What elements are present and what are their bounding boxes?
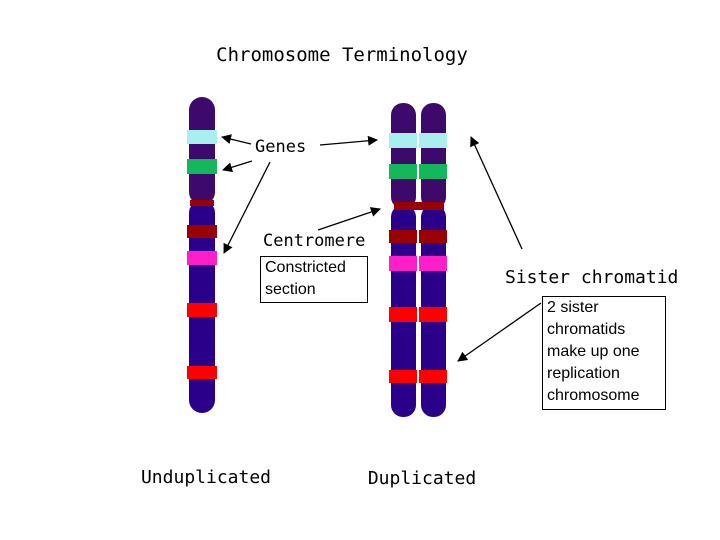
unduplicated-label: Unduplicated xyxy=(141,467,271,488)
centromere-label: Centromere xyxy=(263,231,365,251)
gene-band-light-blue-left xyxy=(389,133,417,148)
gene-band-red-1-left xyxy=(389,307,417,322)
centromere-band xyxy=(190,200,214,206)
gene-band-green-left xyxy=(389,164,417,179)
gene-band-green xyxy=(187,159,217,174)
gene-band-dark-red-left xyxy=(389,230,417,243)
gene-band-magenta xyxy=(187,251,217,265)
note-line: Constricted xyxy=(265,259,346,276)
arrow-genes-to-green xyxy=(222,160,253,173)
note-line: make up one xyxy=(547,343,640,360)
gene-band-dark-red xyxy=(187,225,217,238)
unduplicated-chromosome xyxy=(187,97,217,413)
arrow-genes-to-magenta xyxy=(223,161,271,254)
sister-chromatid-label: Sister chromatid xyxy=(505,267,678,288)
note-line: chromatids xyxy=(547,321,626,338)
gene-band-light-blue-right xyxy=(419,133,447,148)
annotation-arrows xyxy=(221,134,542,362)
note-line: chromosome xyxy=(547,387,640,404)
arrow-genes-to-light-blue xyxy=(221,134,252,145)
gene-band-magenta-left xyxy=(389,256,417,271)
note-line: replication xyxy=(547,365,620,382)
gene-band-red-2-right xyxy=(419,370,447,383)
gene-band-red-2-left xyxy=(389,370,417,383)
arrow-genes-to-duplicated xyxy=(319,135,378,146)
arrow-sister-chromatid xyxy=(470,136,523,250)
note-line: section xyxy=(265,281,316,298)
upper-arm xyxy=(189,97,215,205)
gene-band-red-2 xyxy=(187,366,217,379)
gene-band-red-1-right xyxy=(419,307,447,322)
arrow-sister-note xyxy=(457,302,542,362)
right-chromatid-upper xyxy=(421,103,446,209)
gene-band-green-right xyxy=(419,164,447,179)
genes-label: Genes xyxy=(255,137,306,157)
centromere-band xyxy=(394,202,444,210)
gene-band-magenta-right xyxy=(419,256,447,271)
constricted-section-note: Constricted section xyxy=(260,256,368,303)
sister-chromatids-note: 2 sister chromatids make up one replicat… xyxy=(542,296,666,410)
gene-band-light-blue xyxy=(187,130,217,144)
duplicated-label: Duplicated xyxy=(368,468,476,489)
left-chromatid-upper xyxy=(391,103,416,209)
diagram-title: Chromosome Terminology xyxy=(216,44,468,66)
arrow-centromere xyxy=(317,207,381,231)
duplicated-chromosome xyxy=(389,103,447,417)
note-line: 2 sister xyxy=(547,299,599,316)
gene-band-dark-red-right xyxy=(419,230,447,243)
gene-band-red-1 xyxy=(187,303,217,317)
